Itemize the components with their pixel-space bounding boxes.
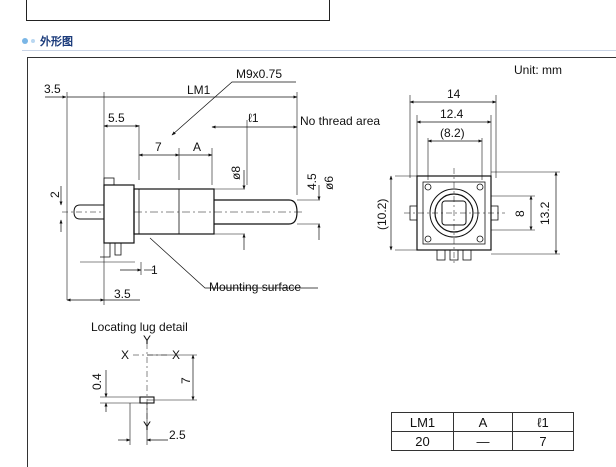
dim-dia6: ø6 xyxy=(322,176,336,190)
dim-l1: ℓ1 xyxy=(248,111,259,125)
spec-value-a: — xyxy=(453,431,513,451)
dim-5-5: 5.5 xyxy=(108,111,125,125)
lug-y-top: Y xyxy=(143,333,151,347)
header-divider xyxy=(22,50,616,51)
bullet-icon xyxy=(22,38,28,44)
dim-2: 2 xyxy=(48,191,62,198)
lug-detail-view xyxy=(100,343,197,445)
lug-y-bottom: Y xyxy=(143,419,151,433)
spec-header-lm1: LM1 xyxy=(391,412,454,432)
dim-a: A xyxy=(193,140,201,154)
spec-value-l1: 7 xyxy=(512,431,574,451)
dim-3-5-left: 3.5 xyxy=(44,82,61,96)
spec-header-l1: ℓ1 xyxy=(512,412,574,432)
dim-7: 7 xyxy=(155,140,162,154)
dim-14: 14 xyxy=(447,87,461,101)
dim-3-5-bottom: 3.5 xyxy=(114,287,131,301)
spec-value-lm1: 20 xyxy=(391,431,454,451)
lug-x-right: X xyxy=(172,348,180,362)
no-thread-area-label: No thread area xyxy=(300,114,380,128)
lug-dim-2-5: 2.5 xyxy=(169,428,186,442)
lug-dim-7: 7 xyxy=(179,377,193,384)
bullet-small-icon xyxy=(31,39,35,43)
dim-8-2: (8.2) xyxy=(440,126,465,140)
dim-1: 1 xyxy=(151,263,158,277)
spec-table-header-row: LM1 A ℓ1 xyxy=(391,412,574,432)
lug-detail-title: Locating lug detail xyxy=(91,320,188,334)
unit-label: Unit: mm xyxy=(514,63,562,77)
side-view xyxy=(45,81,321,305)
mounting-surface-label: Mounting surface xyxy=(209,280,301,294)
drawing-frame xyxy=(27,57,616,467)
spec-table-value-row: 20 — 7 xyxy=(391,431,574,451)
dim-thread-m9: M9x0.75 xyxy=(236,67,282,81)
lug-dim-0-4: 0.4 xyxy=(90,373,104,390)
dim-4-5: 4.5 xyxy=(305,173,319,190)
dim-dia8: ø8 xyxy=(229,166,243,180)
spec-table: LM1 A ℓ1 20 — 7 xyxy=(391,412,574,451)
section-title: 外形图 xyxy=(40,35,73,48)
dim-lm1: LM1 xyxy=(187,83,211,97)
spec-header-a: A xyxy=(453,412,513,432)
section-header: 外形图 xyxy=(22,33,73,49)
dim-13-2: 13.2 xyxy=(538,201,552,225)
dim-8: 8 xyxy=(513,210,527,217)
dim-10-2: (10.2) xyxy=(375,199,389,230)
dim-12-4: 12.4 xyxy=(440,107,464,121)
front-view xyxy=(389,95,560,264)
lug-x-left: X xyxy=(121,348,129,362)
top-frame-box xyxy=(26,0,330,21)
